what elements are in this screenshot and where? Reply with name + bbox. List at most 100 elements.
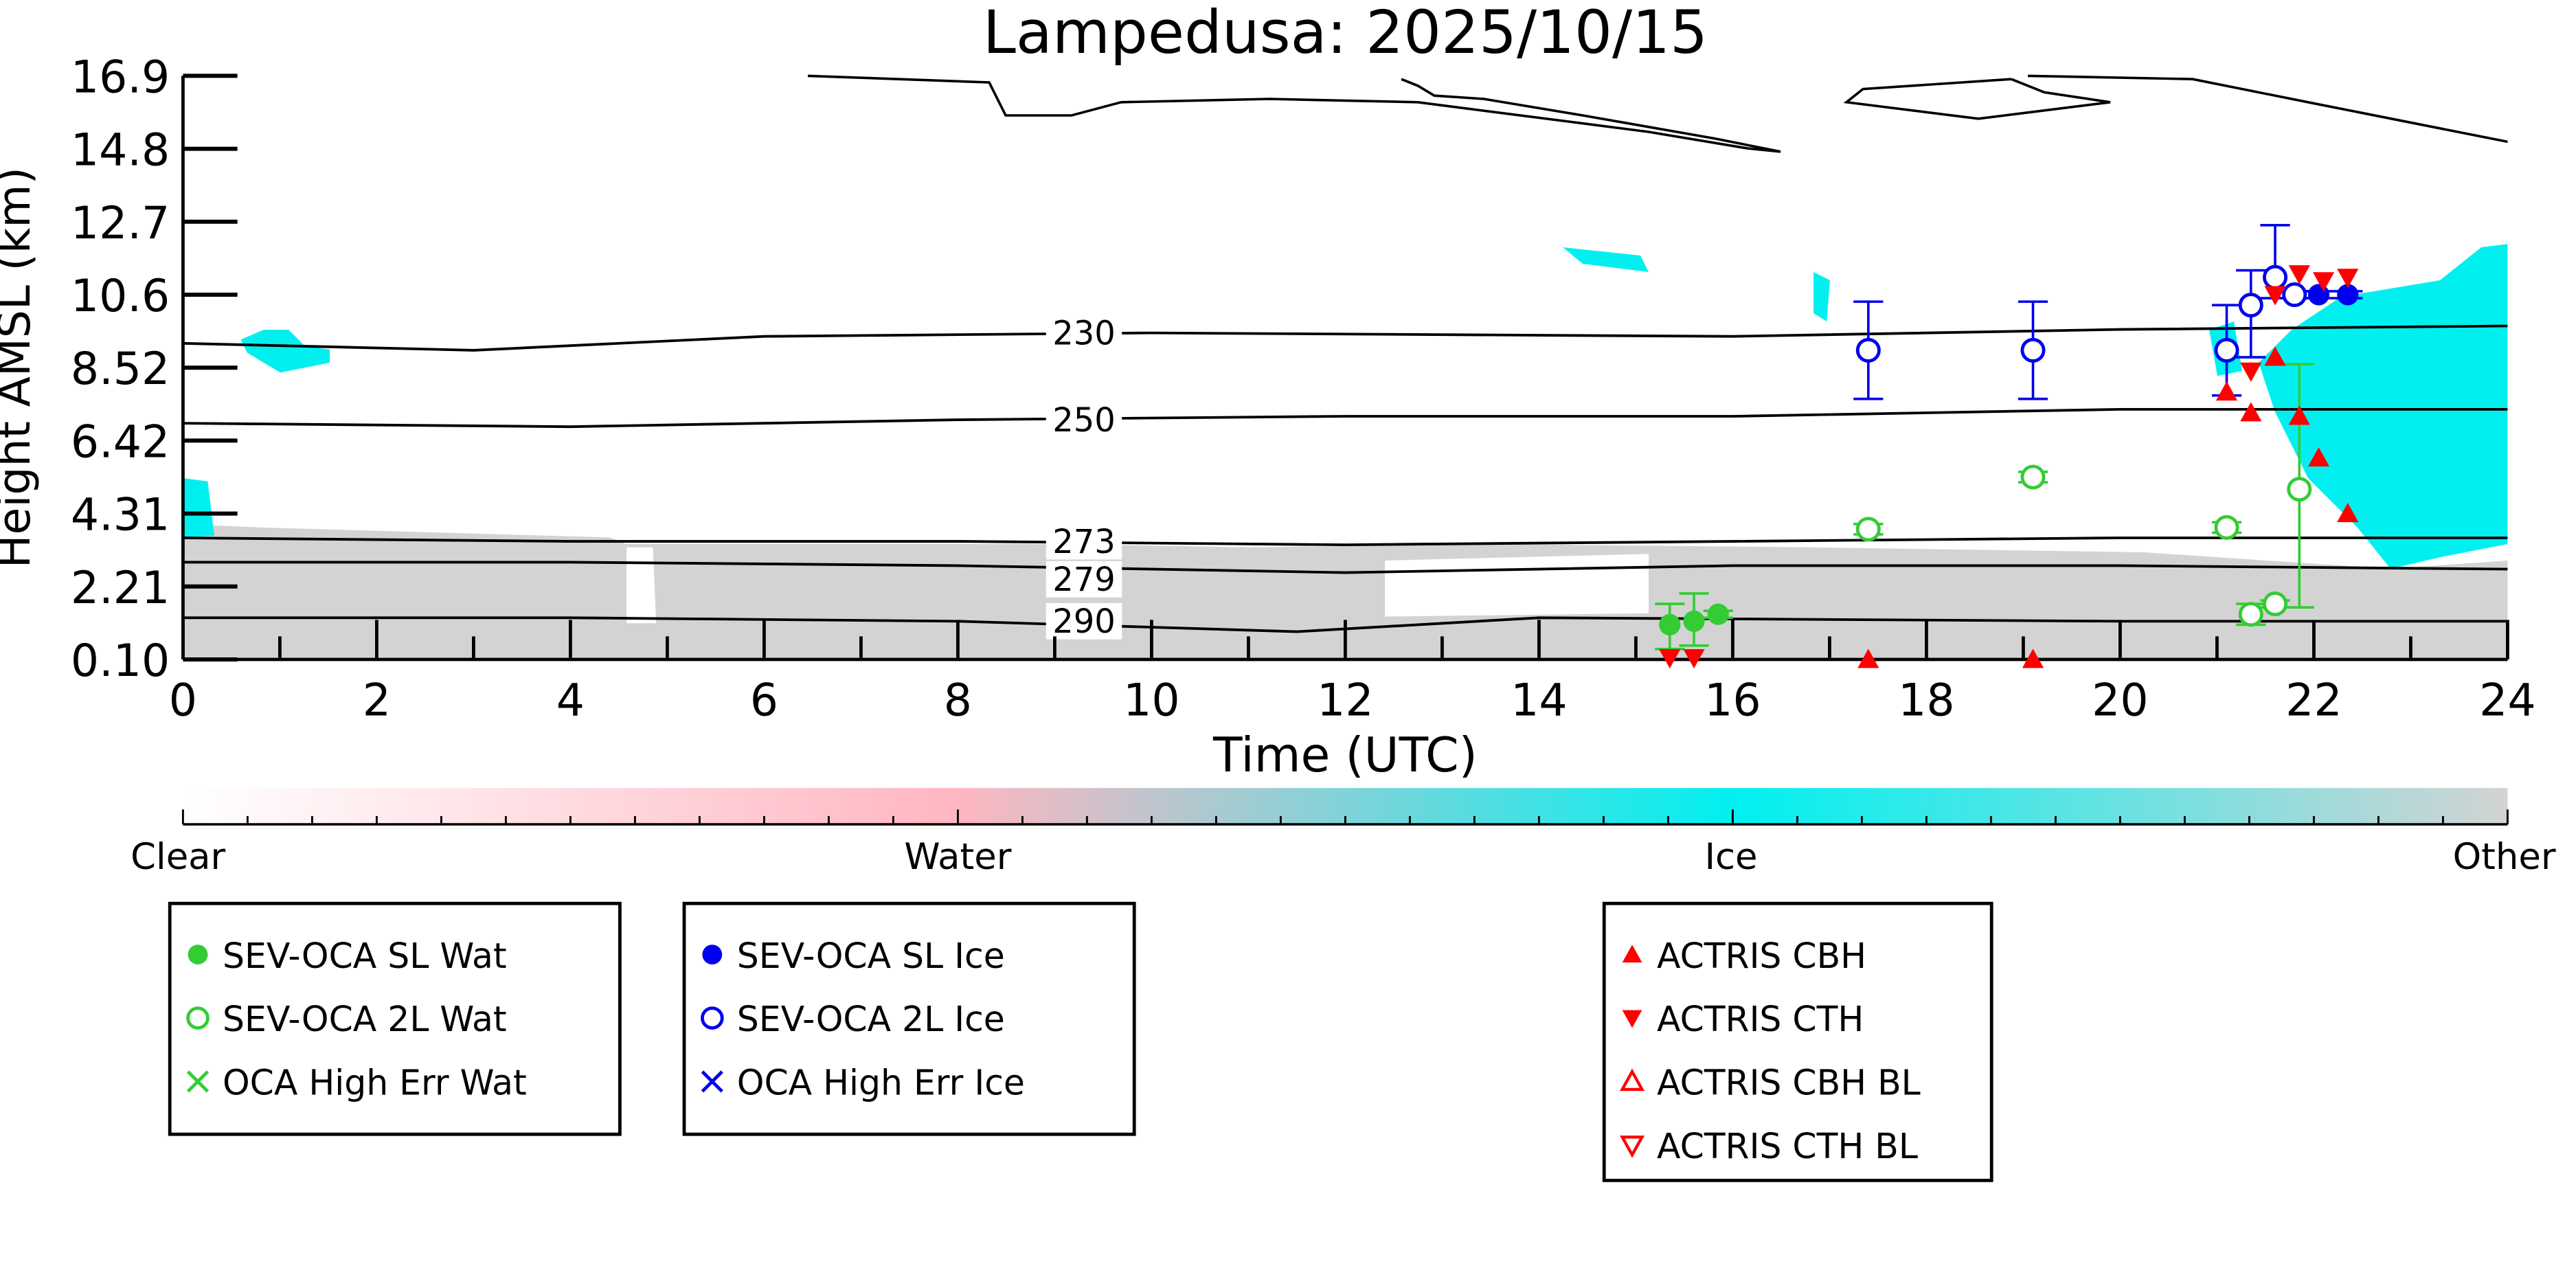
- legend-label: SEV-OCA 2L Ice: [737, 999, 1005, 1039]
- legend-marker: [701, 1070, 723, 1093]
- legend-marker: [1622, 1010, 1642, 1028]
- point-actris-cbh: [2215, 381, 2238, 401]
- point-sev-oca-2l-ice: [2263, 264, 2287, 290]
- point-sev-oca-2l-wat: [2263, 591, 2287, 617]
- point-sev-oca-2l-wat: [2287, 477, 2312, 502]
- point-actris-cth: [1659, 648, 1681, 669]
- ice-cloud-left-high: [240, 330, 330, 373]
- x-tick-label: 8: [944, 675, 972, 727]
- legend-frame: [168, 901, 622, 1136]
- x-tick-label: 22: [2285, 675, 2342, 727]
- point-sev-oca-2l-wat: [2020, 464, 2046, 490]
- x-tick-label: 4: [556, 675, 585, 727]
- x-tick-label: 16: [1704, 675, 1761, 727]
- chart-title: Lampedusa: 2025/10/15: [983, 0, 1708, 67]
- x-tick-label: 12: [1317, 675, 1373, 727]
- isotherm-label-273: 273: [1052, 523, 1116, 561]
- point-sev-oca-2l-wat: [2238, 602, 2263, 627]
- isotherm-line-250: [183, 407, 2508, 429]
- point-sev-oca-sl-ice: [2337, 284, 2359, 306]
- colorbar-label-water: Water: [904, 836, 1011, 878]
- isotherm-label-290: 290: [1052, 602, 1116, 641]
- ice-cloud-right: [2259, 244, 2508, 569]
- isotherm-line-273: [183, 536, 2508, 547]
- legend-marker: [186, 1006, 210, 1030]
- isotherm-line-279: [183, 561, 2508, 574]
- y-tick-label: 12.7: [71, 198, 170, 249]
- x-tick-label: 24: [2479, 675, 2535, 727]
- point-sev-oca-sl-wat: [1707, 603, 1729, 625]
- point-sev-oca-2l-ice: [2214, 337, 2239, 363]
- colorbar-label-ice: Ice: [1704, 836, 1757, 878]
- x-tick-label: 10: [1123, 675, 1179, 727]
- point-sev-oca-sl-ice: [2307, 284, 2330, 306]
- isotherm-label-230: 230: [1052, 314, 1116, 352]
- legend-label: OCA High Err Ice: [737, 1063, 1025, 1103]
- point-sev-oca-2l-ice: [2282, 282, 2307, 307]
- legend-frame: [1602, 901, 1993, 1182]
- point-actris-cbh: [2264, 346, 2286, 366]
- legend-marker: [186, 1070, 210, 1093]
- point-actris-cbh: [2288, 405, 2310, 425]
- legend-label: ACTRIS CBH BL: [1657, 1063, 1921, 1103]
- legend-marker: [1622, 945, 1642, 963]
- y-axis-label: Height AMSL (km): [0, 167, 41, 568]
- isotherm-label-bg: [1046, 401, 1122, 438]
- isotherm-label-bg: [1046, 523, 1122, 560]
- y-tick-label: 0.10: [71, 635, 170, 687]
- legend-marker: [702, 945, 723, 964]
- point-actris-cth: [1683, 648, 1705, 669]
- y-tick-label: 16.9: [71, 52, 170, 103]
- legend-frame: [682, 901, 1136, 1136]
- point-sev-oca-2l-ice: [2020, 337, 2046, 363]
- legend-label: SEV-OCA SL Wat: [223, 936, 507, 976]
- cloud-mask-field: [183, 244, 2508, 659]
- point-actris-cth: [2264, 286, 2286, 306]
- isotherm-line-230: [183, 324, 2508, 352]
- x-tick-label: 2: [363, 675, 391, 727]
- legend-box-3: ACTRIS CBH ACTRIS CTH ACTRIS CBH BL ACTRIS …: [1602, 901, 1993, 1182]
- point-actris-cbh: [2240, 402, 2262, 422]
- ice-cloud-patch: [1563, 247, 2242, 376]
- y-tick-label: 8.52: [71, 343, 170, 395]
- isotherm-label-250: 250: [1052, 401, 1116, 440]
- x-tick-label: 14: [1511, 675, 1567, 727]
- point-actris-cbh: [1857, 648, 1879, 668]
- point-actris-cth: [2288, 265, 2310, 285]
- legend-marker: [188, 945, 208, 964]
- legend-label: SEV-OCA SL Ice: [737, 936, 1005, 976]
- colorbar: Clear Water Ice Other: [131, 788, 2556, 878]
- legend-marker: [1619, 1068, 1645, 1092]
- clear-gap: [626, 547, 1649, 624]
- x-tick-label: 18: [1898, 675, 1954, 727]
- top-boundary-contour: [807, 74, 2508, 153]
- point-actris-cbh: [2337, 503, 2359, 523]
- point-sev-oca-sl-wat: [1659, 613, 1681, 636]
- legend-label: OCA High Err Wat: [223, 1063, 527, 1103]
- isotherm-label-279: 279: [1052, 561, 1116, 599]
- x-axis-label: Time (UTC): [1212, 727, 1478, 783]
- legend-label: ACTRIS CTH: [1657, 999, 1864, 1039]
- point-actris-cbh: [2307, 447, 2330, 467]
- y-tick-label: 4.31: [71, 490, 170, 541]
- isotherm-label-bg: [1046, 602, 1122, 640]
- legend-label: ACTRIS CTH BL: [1657, 1126, 1918, 1166]
- point-actris-cth: [2312, 272, 2335, 292]
- x-tick-label: 20: [2092, 675, 2148, 727]
- point-actris-cth: [2240, 362, 2262, 382]
- y-tick-label: 14.8: [71, 125, 170, 177]
- point-sev-oca-2l-wat: [2214, 515, 2239, 540]
- point-actris-cbh: [2022, 648, 2044, 668]
- x-tick-label: 6: [750, 675, 778, 727]
- point-actris-cth: [2337, 269, 2359, 289]
- point-sev-oca-2l-ice: [2238, 293, 2263, 318]
- point-sev-oca-sl-wat: [1683, 610, 1705, 632]
- point-sev-oca-2l-ice: [1855, 337, 1881, 363]
- legend-label: ACTRIS CBH: [1657, 936, 1866, 976]
- legend-marker: [701, 1006, 724, 1030]
- legend-label: SEV-OCA 2L Wat: [223, 999, 507, 1039]
- y-tick-label: 6.42: [71, 416, 170, 468]
